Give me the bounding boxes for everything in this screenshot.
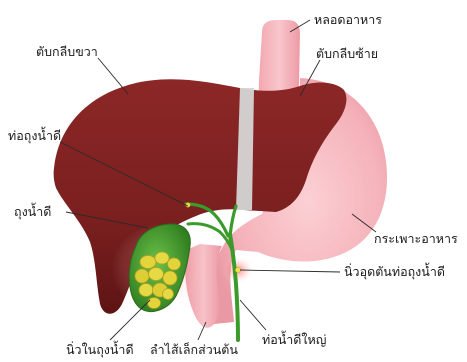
label-duodenum: ลำไส้เล็กส่วนต้น bbox=[150, 342, 238, 357]
leader-common-bile-duct bbox=[240, 300, 266, 330]
leader-right-lobe bbox=[98, 58, 128, 94]
label-stomach: กระเพาะอาหาร bbox=[374, 231, 458, 246]
label-cystic-duct-stone: นิ่วอุดตันท่อถุงน้ำดี bbox=[344, 262, 445, 280]
label-left-lobe: ตับกลีบซ้าย bbox=[316, 46, 378, 61]
label-esophagus: หลอดอาหาร bbox=[314, 12, 382, 27]
label-common-bile-duct: ท่อน้ำดีใหญ่ bbox=[262, 330, 326, 347]
label-right-lobe: ตับกลีบขวา bbox=[36, 44, 98, 59]
label-gallstones: นิ่วในถุงน้ำดี bbox=[66, 340, 134, 358]
label-bile-duct: ท่อถุงน้ำดี bbox=[8, 126, 61, 144]
cystic-duct-stone bbox=[235, 267, 240, 272]
label-gallbladder: ถุงน้ำดี bbox=[14, 202, 51, 220]
leader-cystic-duct-stone bbox=[240, 270, 340, 272]
